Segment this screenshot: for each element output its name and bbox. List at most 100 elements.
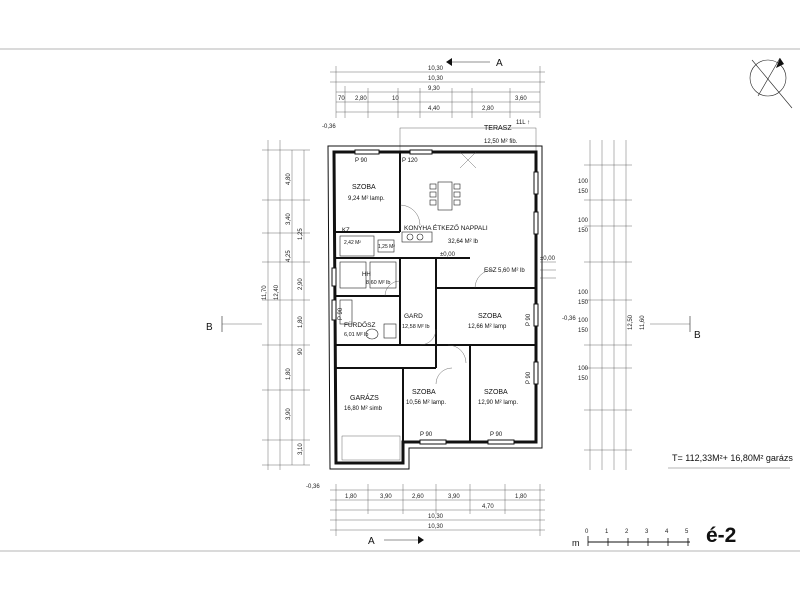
room-furdo-area: 6,01 M² lb [344,332,368,338]
svg-text:12,50: 12,50 [628,314,634,330]
svg-text:4,70: 4,70 [482,504,494,510]
sheet-code: é-2 [706,524,737,547]
room-gard-name: GARD [404,313,423,320]
svg-text:4,80: 4,80 [286,173,292,185]
level-label-5: -0,36 [562,316,576,322]
room-terasz-area: 12,50 M² fib. [484,139,518,145]
level-label-3: ±0,00 [540,256,556,262]
svg-text:100: 100 [578,366,589,372]
scale-tick-0: 0 [585,529,589,535]
svg-text:100: 100 [578,318,589,324]
door-p90-label-f: P 90 [338,307,344,320]
section-a-bottom-label: A [368,536,375,547]
scale-tick-3: 3 [645,529,649,535]
svg-text:150: 150 [578,228,589,234]
section-b-right-label: B [694,330,701,341]
room-szoba-nw-area: 9,24 M² lamp. [348,196,385,202]
svg-text:10,30: 10,30 [428,524,444,530]
right-dimension-labels: 100 150 100 150 100 150 100 150 100 150 … [578,179,646,382]
bottom-dimension-labels: 1,80 3,90 2,60 10,30 10,30 3,90 4,70 1,8… [345,494,527,530]
dim-top-9: 3,60 [515,96,527,102]
svg-text:2,60: 2,60 [412,494,424,500]
scale-bar [587,536,690,546]
svg-text:3,90: 3,90 [448,494,460,500]
svg-text:150: 150 [578,328,589,334]
dim-top-6: 10 [392,96,399,102]
left-dimension-labels: 11,70 12,40 4,80 3,40 4,25 1,25 2,90 1,8… [262,173,304,455]
door-p90-label-b: P 90 [420,432,433,438]
room-garazs-name: GARÁZS [350,393,379,402]
level-label-1: -0,36 [322,124,336,130]
dim-top-8: 2,80 [482,106,494,112]
section-marker-a-bottom [384,536,424,544]
windows [331,149,539,445]
room-hh-name: HH [362,272,371,278]
svg-text:3,90: 3,90 [380,494,392,500]
small-area-label-1: 2,42 M² [344,240,361,246]
entrance-steps [540,261,556,279]
room-konyha-area: 32,64 M² lb [448,239,479,245]
dim-top-5: 2,80 [355,96,367,102]
svg-text:3,90: 3,90 [286,408,292,420]
level-label-2: -0,36 [306,484,320,490]
total-area-text: T= 112,33M²+ 16,80M² garázs [672,453,793,463]
svg-text:3,10: 3,10 [298,443,304,455]
svg-text:1,80: 1,80 [515,494,527,500]
dim-top-4: 70 [338,96,345,102]
scale-tick-2: 2 [625,529,629,535]
door-p90-label-a: P 90 [355,158,368,164]
svg-text:12,40: 12,40 [274,284,280,300]
svg-text:150: 150 [578,376,589,382]
scale-tick-5: 5 [685,529,689,535]
garage-door-outline [341,435,401,461]
room-esz-name: ESZ [484,267,497,274]
room-szoba-s2-name: SZOBA [484,389,508,396]
interior-walls [336,152,536,442]
svg-text:100: 100 [578,290,589,296]
left-dimension-chains [262,140,310,470]
section-b-left-label: B [206,322,213,333]
room-szoba-e-name: SZOBA [478,313,502,320]
door-swings [384,151,494,385]
section-a-top-label: A [496,58,503,69]
svg-text:1,25: 1,25 [298,228,304,240]
room-hh-area: 8,60 M² lb [366,280,390,286]
dim-top-3: 9,30 [428,86,440,92]
dim-top-2: 10,30 [428,76,444,82]
svg-text:11,60: 11,60 [640,315,646,330]
small-area-label-2: 1,25 M² [378,244,395,250]
scale-tick-1: 1 [605,529,609,535]
svg-text:10,30: 10,30 [428,514,444,520]
room-szoba-s1-name: SZOBA [412,389,436,396]
dining-table [429,181,461,211]
section-marker-b-right [650,316,691,332]
scale-unit: m [572,538,580,548]
svg-text:150: 150 [578,189,589,195]
utility-boxes [339,235,397,289]
room-furdo-name: FÜRDŐSZ [344,320,375,329]
door-p120-label: P 120 [402,158,418,164]
room-szoba-s1-area: 10,56 M² lamp. [406,400,446,406]
door-p90-label-d: P 90 [526,313,532,326]
svg-text:1,80: 1,80 [298,316,304,328]
door-p90-label-c: P 90 [490,432,503,438]
room-szoba-e-area: 12,66 M² lamp [468,324,507,330]
bathroom-fixtures [339,299,397,340]
terrace-note: 11L ↑ [516,120,530,126]
room-gard-area: 12,58 M² lb [402,324,430,330]
bottom-dimension-chains [330,484,545,536]
level-label-4: ±0,00 [440,252,456,258]
svg-text:4,25: 4,25 [286,250,292,262]
svg-text:1,80: 1,80 [345,494,357,500]
right-dimension-chains [584,140,632,470]
section-marker-a-top [446,58,490,66]
svg-text:2,90: 2,90 [298,278,304,290]
svg-text:90: 90 [298,348,304,355]
section-marker-b-left [221,316,262,332]
dim-top-1: 10,30 [428,66,444,72]
room-konyha-name: KONYHA ÉTKEZŐ NAPPALI [404,223,488,232]
north-arrow-icon [749,57,793,109]
svg-text:3,40: 3,40 [286,213,292,225]
scale-tick-4: 4 [665,529,669,535]
